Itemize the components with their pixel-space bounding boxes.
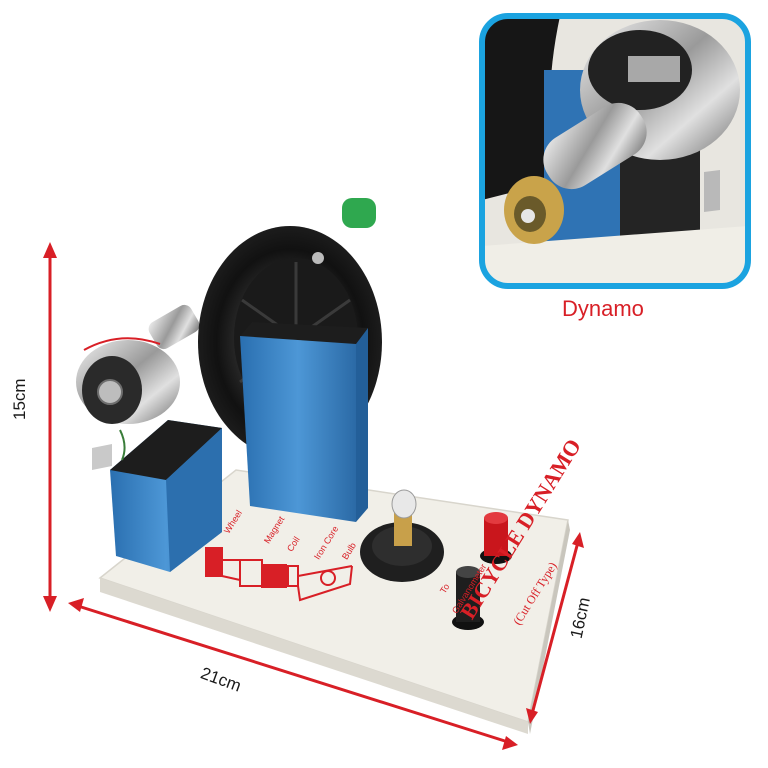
width-arrow: [68, 598, 518, 750]
inset-caption: Dynamo: [562, 296, 644, 321]
height-dimension-label: 15cm: [10, 378, 29, 420]
height-arrow: [43, 242, 57, 612]
dynamo-inset: [479, 13, 751, 289]
terminal-red: [480, 512, 512, 564]
tall-blue-housing: [240, 322, 368, 522]
dynamo: [76, 304, 200, 470]
terminal-black: [452, 566, 484, 630]
circuit-diagram: [205, 547, 353, 602]
bulb-holder: [360, 489, 444, 582]
small-blue-housing: [110, 420, 222, 572]
depth-arrow: [526, 532, 584, 724]
